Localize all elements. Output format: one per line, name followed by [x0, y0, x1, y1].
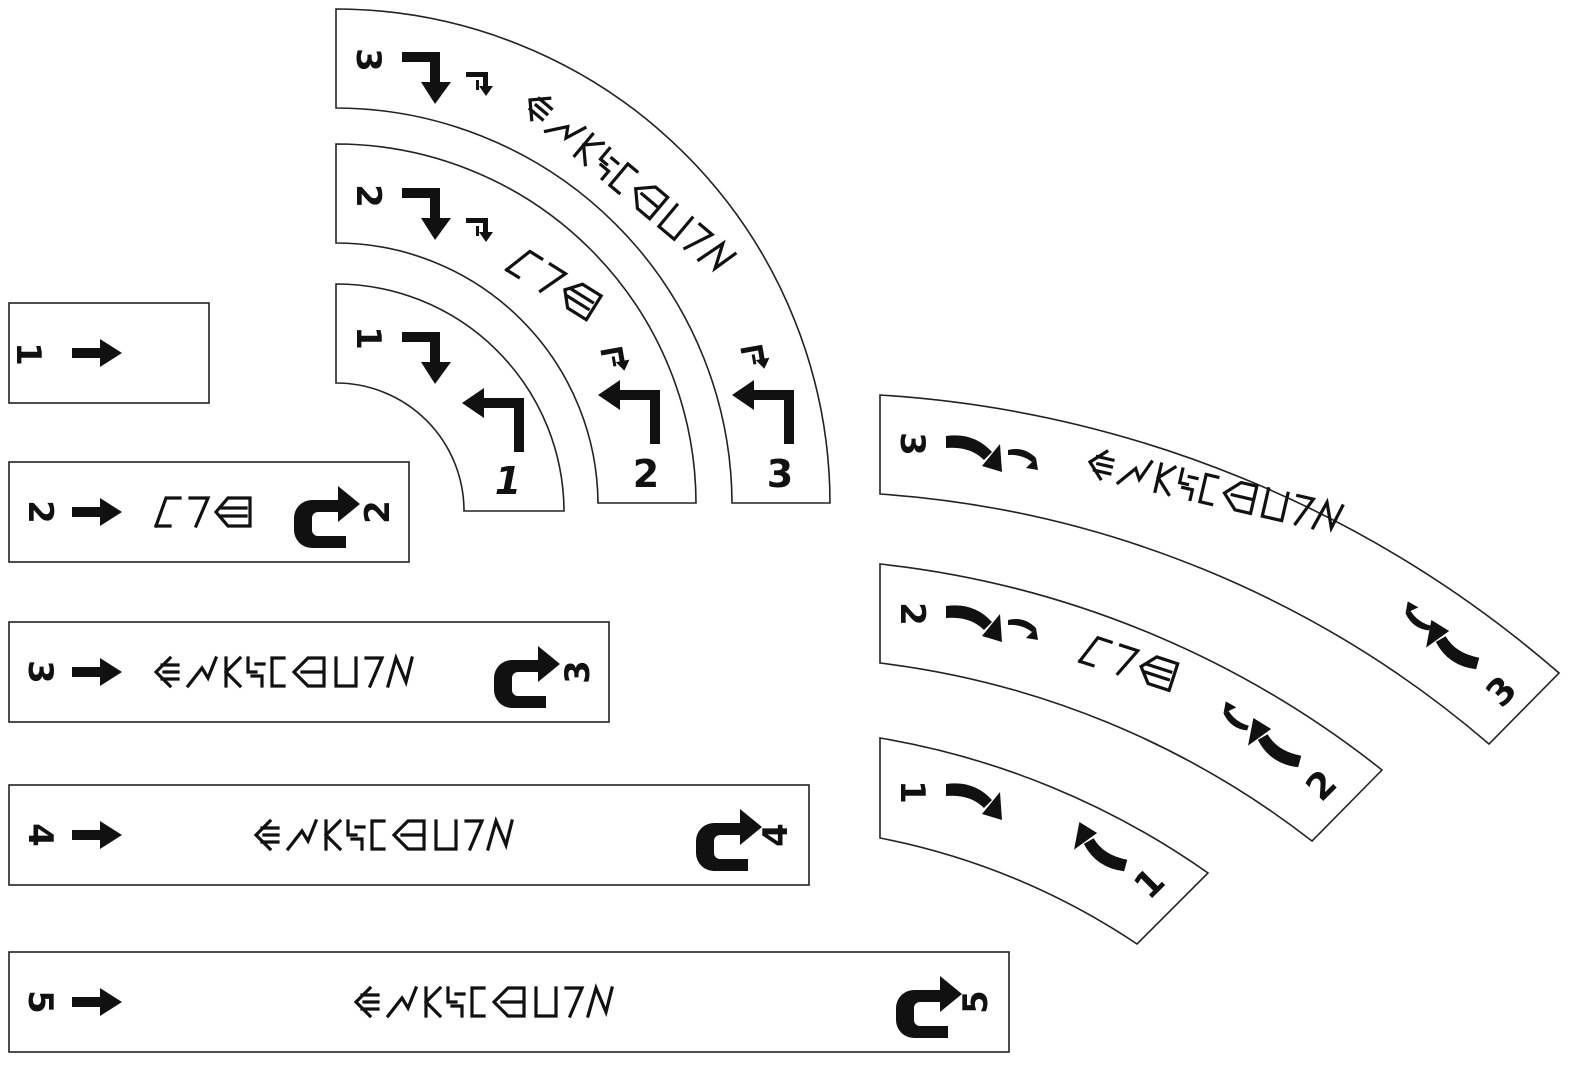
- end-speed-label: 4: [756, 823, 796, 847]
- speed-label: 4: [20, 823, 60, 847]
- speed-label: 2: [20, 500, 60, 524]
- turn-template-3[interactable]: 3 3: [335, 8, 831, 504]
- turn-template-1[interactable]: 1 1: [335, 283, 565, 512]
- speed-label: 3: [892, 432, 932, 456]
- end-speed-label: 3: [767, 452, 793, 496]
- speed-label: 5: [20, 990, 60, 1014]
- straight-template-5[interactable]: 5 5: [8, 951, 1010, 1053]
- straight-template-2[interactable]: 2 2: [8, 461, 410, 563]
- bank-template-1[interactable]: 1 1: [879, 737, 1210, 946]
- bank-template-3[interactable]: 3 3: [879, 394, 1561, 746]
- straight-template-1[interactable]: 1: [8, 302, 210, 404]
- speed-label: 2: [348, 184, 388, 208]
- speed-label: 3: [20, 660, 60, 684]
- speed-label: 3: [348, 48, 388, 72]
- turn-template-2[interactable]: 2 2: [335, 143, 697, 504]
- end-speed-label: 1: [495, 459, 521, 503]
- end-speed-label: 2: [633, 452, 659, 496]
- straight-template-3[interactable]: 3 3: [8, 621, 610, 723]
- end-speed-label: 5: [956, 990, 996, 1014]
- bank-template-2[interactable]: 2 2: [879, 563, 1384, 843]
- end-speed-label: 3: [558, 660, 598, 684]
- speed-label: 2: [892, 602, 932, 626]
- speed-label: 1: [892, 780, 932, 804]
- end-speed-label: 2: [358, 500, 398, 524]
- speed-label: 1: [348, 326, 388, 350]
- speed-label: 1: [8, 342, 48, 366]
- straight-template-4[interactable]: 4 4: [8, 784, 810, 886]
